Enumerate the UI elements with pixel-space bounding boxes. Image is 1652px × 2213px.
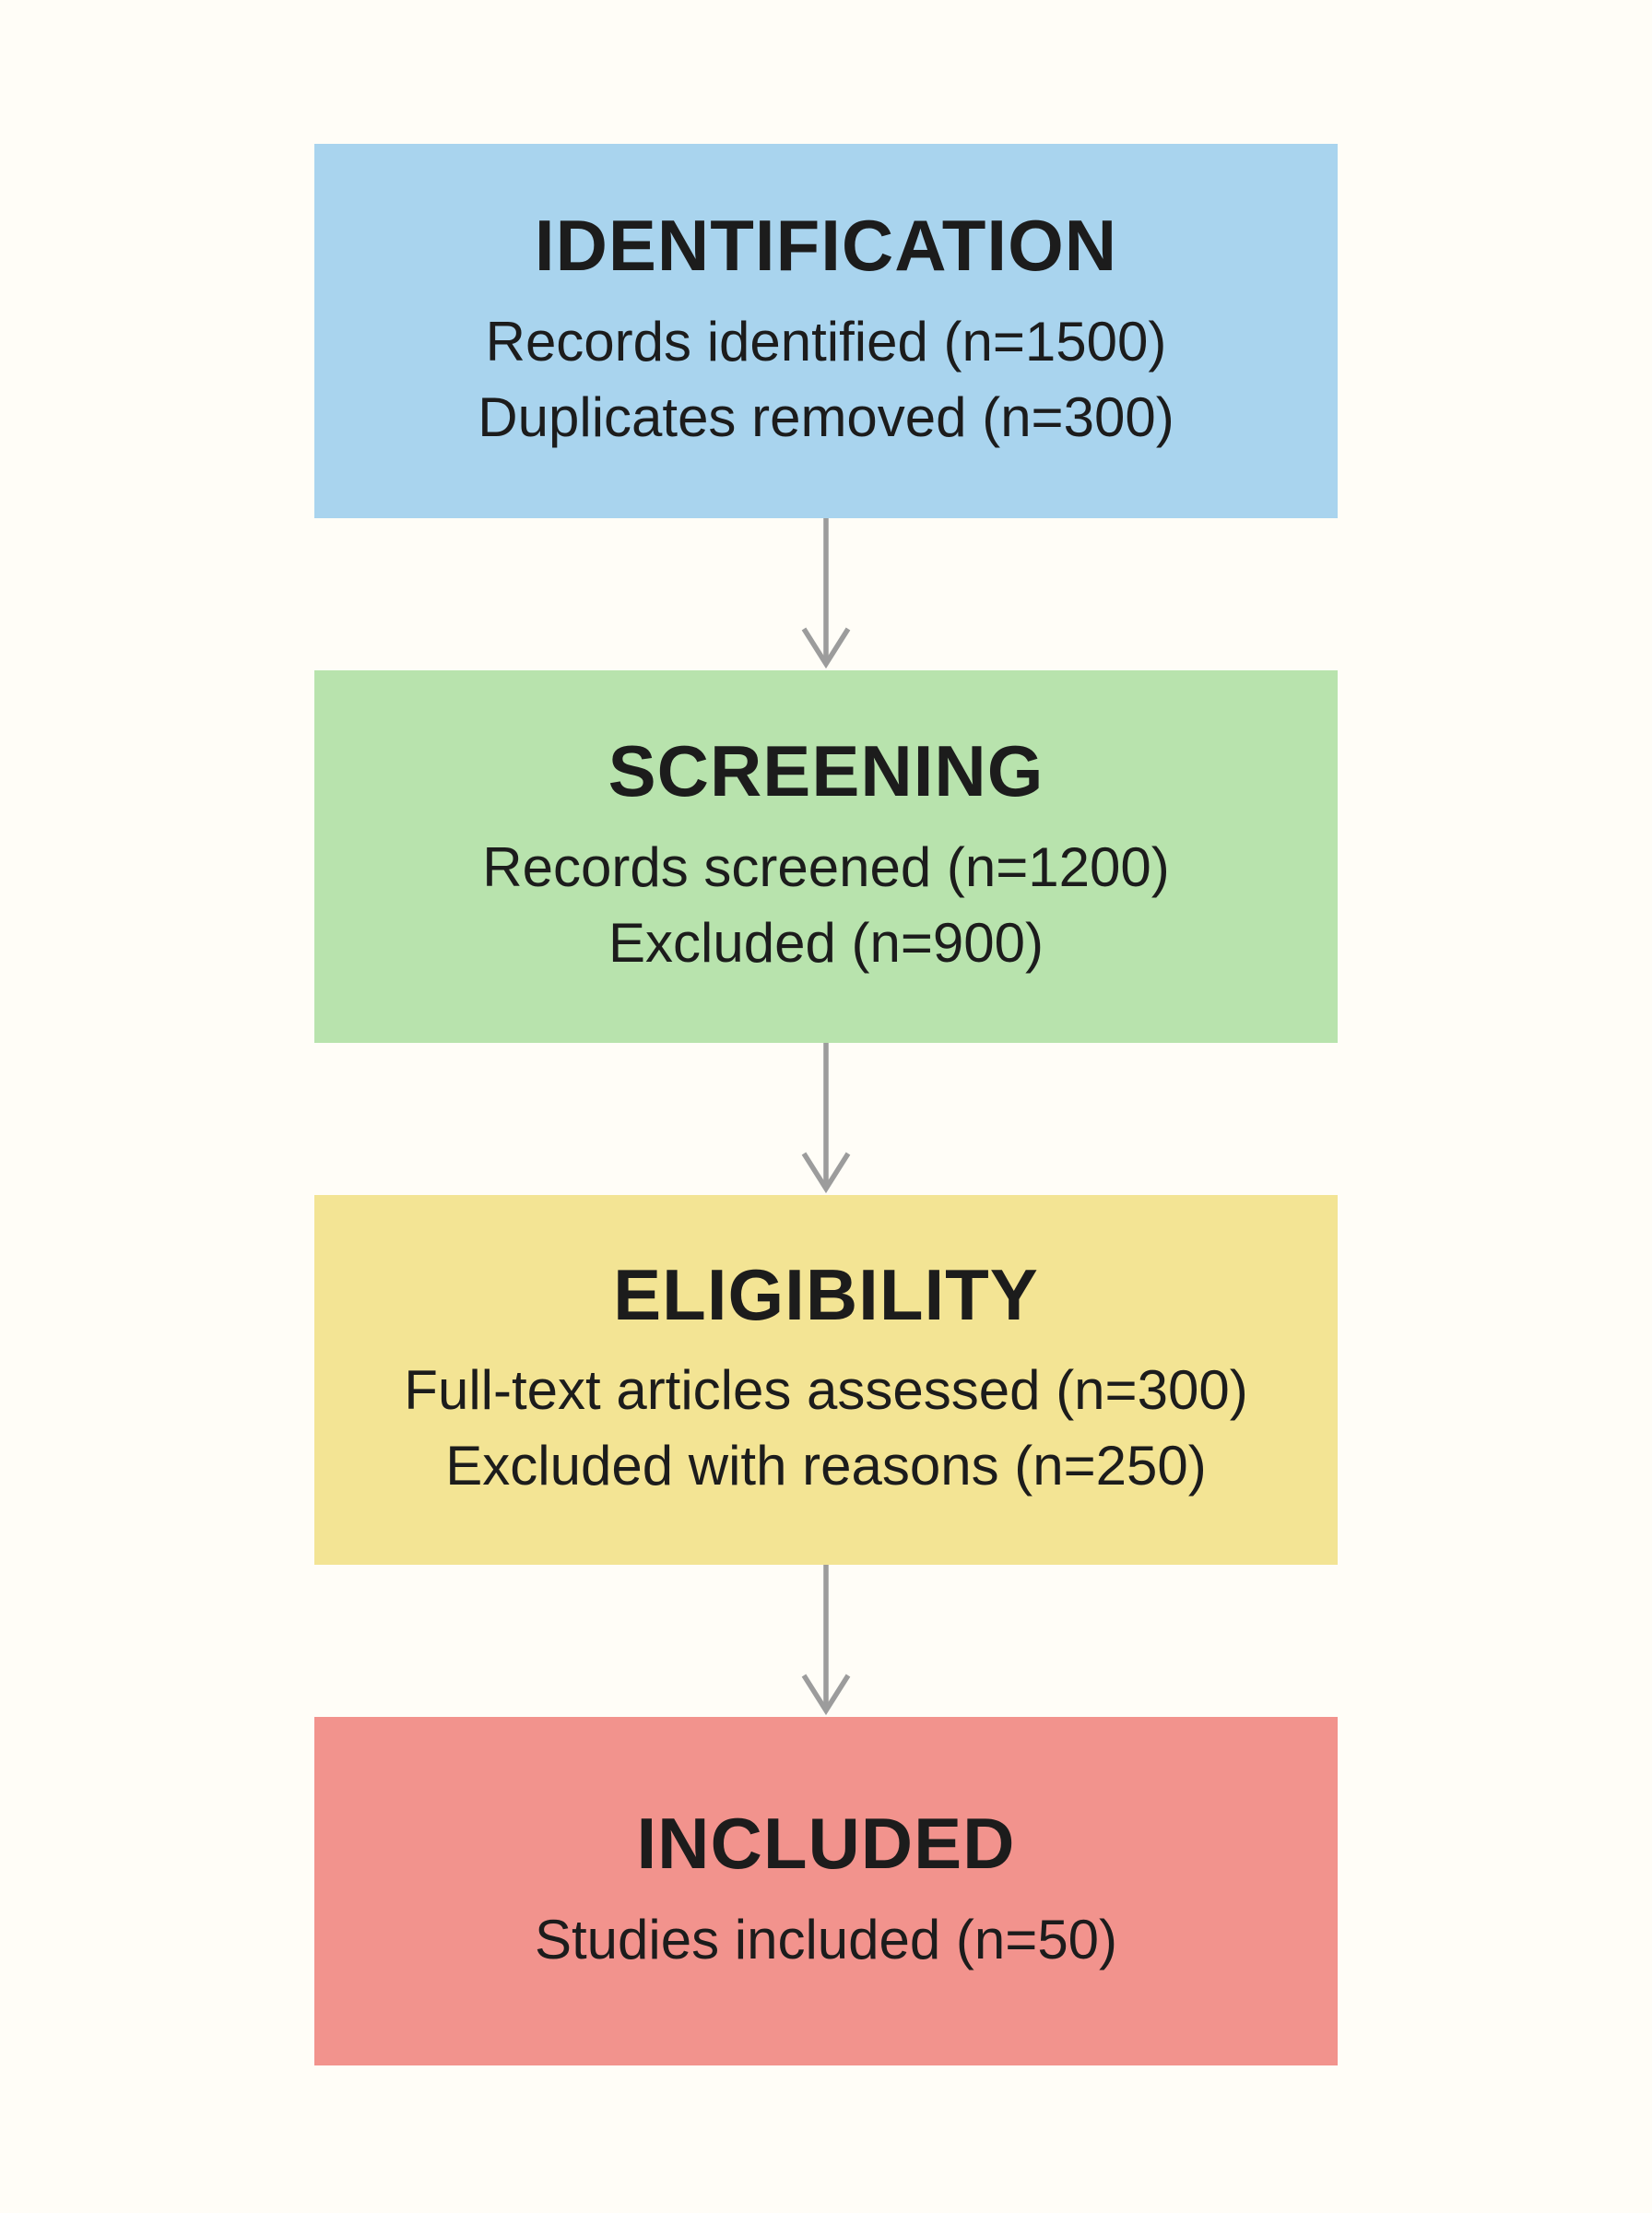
arrow-identification-to-screening: [796, 518, 856, 670]
step-screening-title: SCREENING: [608, 730, 1044, 812]
step-eligibility-line-1: Full-text articles assessed (n=300): [404, 1359, 1248, 1422]
step-identification-line-1: Records identified (n=1500): [485, 310, 1167, 373]
arrow-eligibility-to-included: [796, 1565, 856, 1717]
step-identification-line-2: Duplicates removed (n=300): [478, 385, 1174, 448]
step-screening-box: SCREENING Records screened (n=1200) Excl…: [314, 670, 1338, 1043]
down-arrow-icon: [801, 1043, 851, 1194]
down-arrow-icon: [801, 1565, 851, 1716]
step-included-line-1: Studies included (n=50): [534, 1908, 1118, 1970]
step-eligibility-title: ELIGIBILITY: [613, 1253, 1039, 1335]
step-included-title: INCLUDED: [636, 1803, 1016, 1885]
step-eligibility-box: ELIGIBILITY Full-text articles assessed …: [314, 1195, 1338, 1565]
step-included-box: INCLUDED Studies included (n=50): [314, 1717, 1338, 2065]
step-identification-box: IDENTIFICATION Records identified (n=150…: [314, 144, 1338, 518]
step-identification-title: IDENTIFICATION: [534, 205, 1118, 287]
down-arrow-icon: [801, 518, 851, 669]
step-screening-line-1: Records screened (n=1200): [482, 835, 1170, 898]
step-eligibility-line-2: Excluded with reasons (n=250): [445, 1435, 1207, 1497]
arrow-screening-to-eligibility: [796, 1043, 856, 1195]
step-screening-line-2: Excluded (n=900): [608, 911, 1044, 974]
